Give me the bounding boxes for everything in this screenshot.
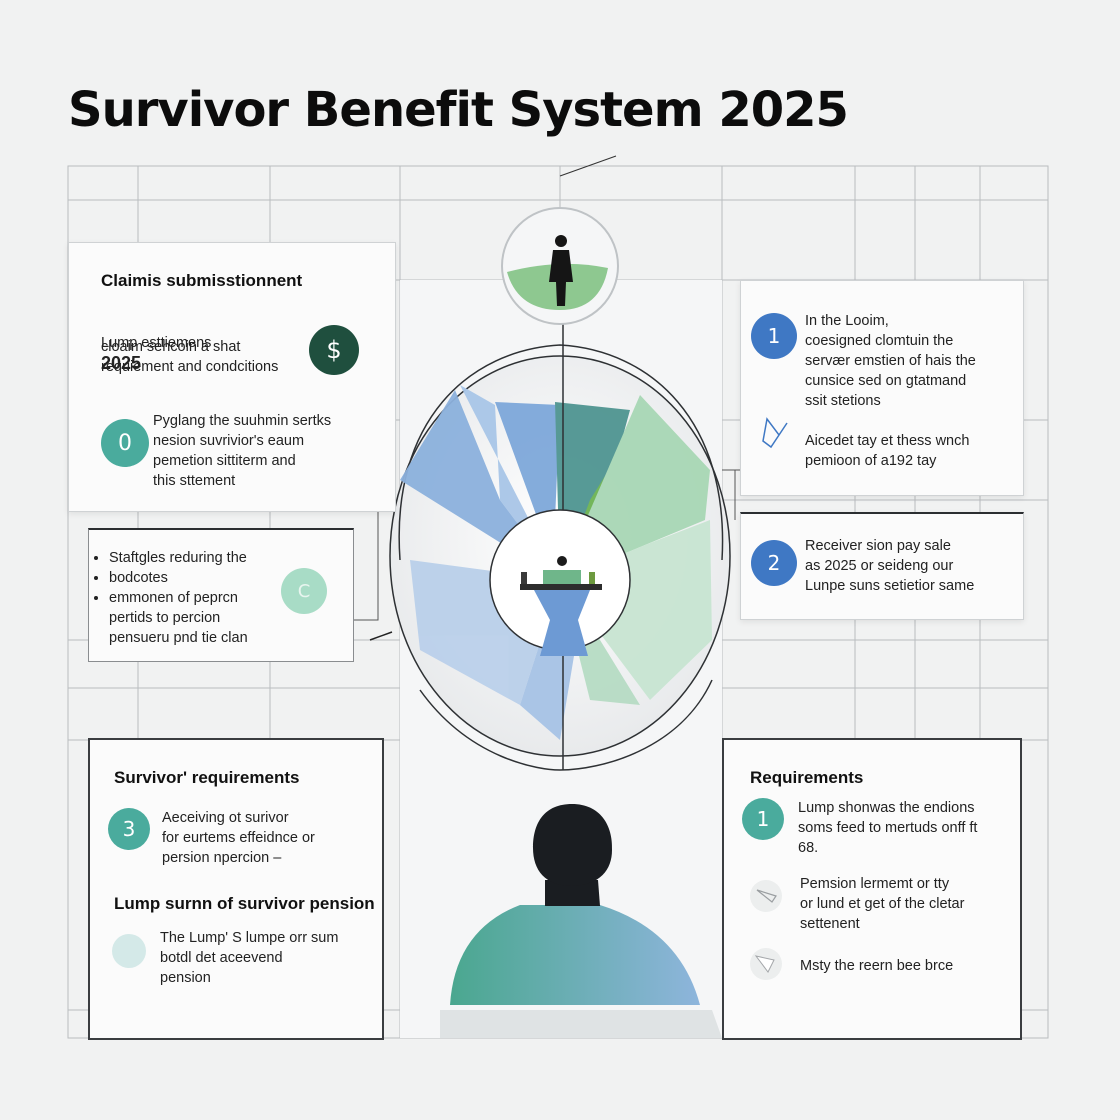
bullet-item: bodcotes [109,568,248,588]
survivor-req-text: Aeceiving ot surivor for eurtems effeidn… [162,810,315,866]
bullet-card: Staftgles reduring the bodcotes emmonen … [88,528,354,662]
step-badge-1: 1 [751,313,797,359]
claims-line1-text: Lump esttiemens [101,335,212,351]
claims-body: cloaim sehcoin a shat requiement and con… [101,339,279,375]
requirements-heading: Requirements [750,768,864,787]
podium-icon [520,556,602,656]
paper-icon [750,948,782,980]
step-badge-1-teal: 1 [742,798,784,840]
lump-sum-heading: Lump surnn of survivor pension [114,894,375,913]
bullet-list: Staftgles reduring the bodcotes emmonen … [91,548,248,648]
dollar-icon: $ [309,325,359,375]
requirements-text: Lump shonwas the endions soms feed to me… [798,800,978,856]
step-badge-3: 3 [108,808,150,850]
claims-submission-card: Claimis submisstionnent Lump esttiemens … [68,242,396,512]
survivor-req-heading: Survivor' requirements [114,768,300,787]
requirements-item-3: Msty the reern bee brce [800,958,954,974]
info-card-1-text: In the Looim, coesigned clomtuin the ser… [805,313,976,409]
bullet-item: Staftgles reduring the [109,548,248,568]
survivor-requirements-card: Survivor' requirements 3 Aeceiving ot su… [88,738,384,1040]
standing-person-icon [549,235,573,306]
bullet-item: emmonen of peprcn pertids to percion pen… [109,588,248,648]
step-badge-0: 0 [101,419,149,467]
claims-heading: Claimis submisstionnent [101,271,303,290]
pen-icon [762,417,788,449]
step-badge-c: C [281,568,327,614]
info-card-2-text: Receiver sion pay sale as 2025 or seiden… [805,538,975,594]
step-badge-2: 2 [751,540,797,586]
claims-item-text: Pyglang the suuhmin sertks nesion suvriv… [153,413,332,489]
person-silhouette [440,804,722,1038]
info-card-1: 1 In the Looim, coesigned clomtuin the s… [740,280,1024,496]
document-icon [750,880,782,912]
lump-sum-text: The Lump' S lumpe orr sum botdl det acee… [160,930,339,986]
claims-line1: Lump esttiemens 2025 [101,313,211,375]
requirements-item-2: Pemsion lermemt or tty or lund et get of… [800,876,965,932]
requirements-card: Requirements 1 Lump shonwas the endions … [722,738,1022,1040]
page-title: Survivor Benefit System 2025 [68,82,849,138]
info-card-1-item: Aicedet tay et thess wnch pemioon of a19… [805,433,970,469]
claims-year: 2025 [101,353,142,373]
info-card-2: 2 Receiver sion pay sale as 2025 or seid… [740,512,1024,620]
coin-icon [112,934,146,968]
